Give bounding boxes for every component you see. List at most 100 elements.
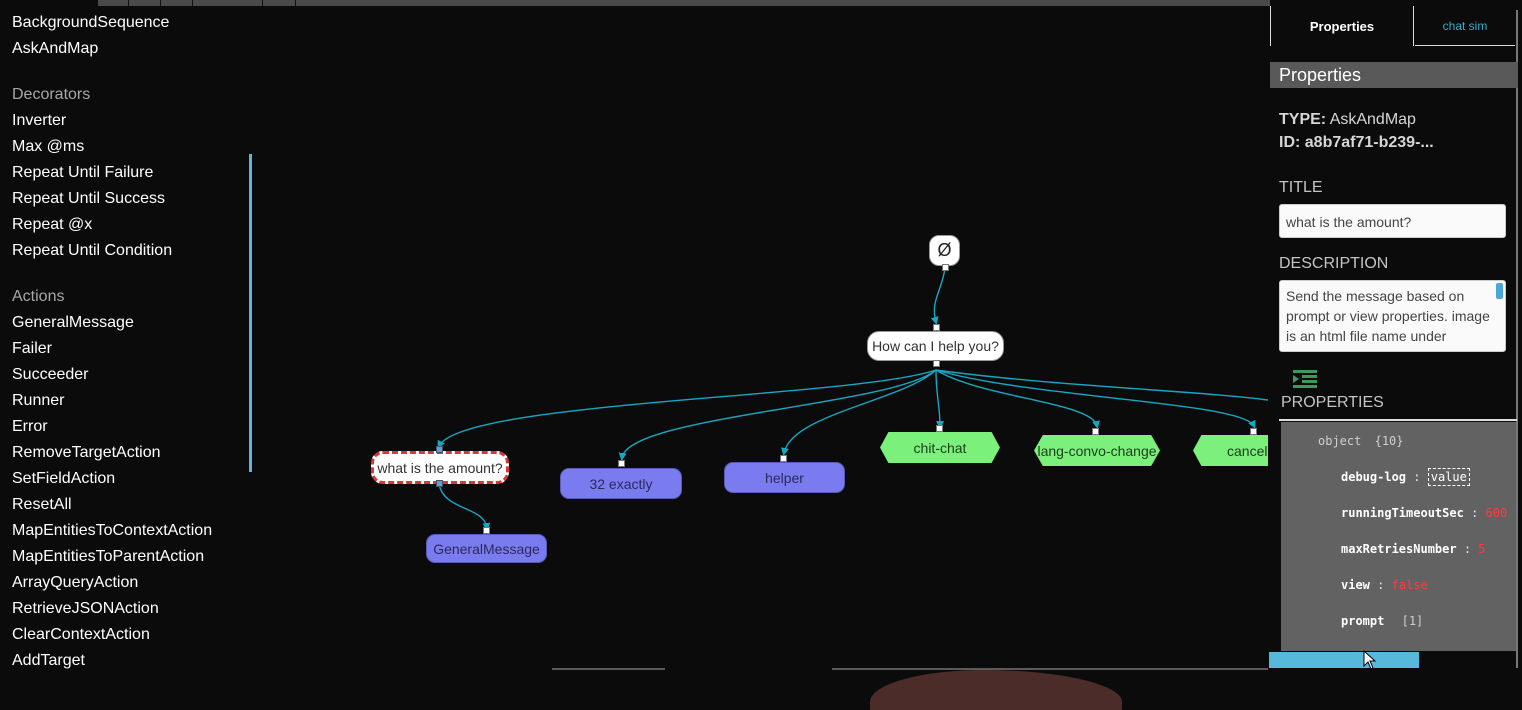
node-label: helper [765, 469, 804, 486]
palette-section-actions: Actions [12, 288, 65, 305]
json-row-running-timeout[interactable]: runningTimeoutSec : 600 [1341, 506, 1507, 520]
json-value[interactable]: [1] [1401, 614, 1424, 628]
edge-help-to-chit-chat [935, 369, 944, 429]
palette-item-repeat-until-condition[interactable]: Repeat Until Condition [12, 242, 173, 259]
node-port[interactable] [436, 446, 443, 453]
palette-item-ask-and-map[interactable]: AskAndMap [12, 40, 99, 57]
palette-item-general-message[interactable]: GeneralMessage [12, 314, 134, 331]
node-port[interactable] [483, 527, 490, 534]
palette-item-map-entities-to-parent-action[interactable]: MapEntitiesToParentAction [12, 548, 205, 565]
id-value: a8b7af71-b239-... [1304, 134, 1434, 151]
node-general-message[interactable]: GeneralMessage [426, 534, 547, 563]
root-symbol: Ø [937, 240, 952, 260]
json-key: debug-log [1341, 470, 1407, 484]
node-port[interactable] [780, 455, 787, 462]
json-value-editor[interactable]: value [1427, 468, 1470, 486]
node-how-can-i-help[interactable]: How can I help you? [867, 331, 1004, 361]
node-label: chit-chat [913, 439, 967, 456]
description-textarea[interactable]: Send the message based on prompt or view… [1279, 280, 1506, 352]
palette-item-array-query-action[interactable]: ArrayQueryAction [12, 574, 139, 591]
node-port[interactable] [933, 324, 940, 331]
palette-item-max-ms[interactable]: Max @ms [12, 138, 85, 155]
palette-item-repeat-x[interactable]: Repeat @x [12, 216, 93, 233]
edge-help-to-32 [618, 369, 937, 461]
node-label: cancel [1227, 442, 1268, 459]
node-chit-chat[interactable]: chit-chat [880, 432, 1000, 463]
node-label: GeneralMessage [433, 540, 540, 557]
node-port[interactable] [1250, 428, 1257, 435]
edge-layer [437, 267, 1268, 531]
node-port[interactable] [436, 480, 443, 487]
description-scrollbar[interactable] [1496, 283, 1503, 299]
palette-item-succeeder[interactable]: Succeeder [12, 366, 89, 383]
node-label: lang-convo-change [1037, 442, 1157, 459]
node-port[interactable] [942, 264, 949, 271]
node-label: what is the amount? [377, 459, 503, 476]
node-port[interactable] [618, 460, 625, 467]
panel-action-button[interactable] [1269, 652, 1419, 668]
json-key: prompt [1341, 614, 1385, 628]
palette-item-map-entities-to-context-action[interactable]: MapEntitiesToContextAction [12, 522, 213, 539]
tab-separator [262, 0, 263, 6]
palette-item-remove-target-action[interactable]: RemoveTargetAction [12, 444, 161, 461]
json-colon: : [1413, 470, 1428, 484]
json-root-type: object [1318, 434, 1362, 448]
palette-item-background-sequence[interactable]: BackgroundSequence [12, 14, 170, 31]
node-port[interactable] [1092, 428, 1099, 435]
palette-item-retrieve-json-action[interactable]: RetrieveJSONAction [12, 600, 159, 617]
mouse-pointer-icon [1363, 650, 1377, 670]
json-property-editor[interactable]: object {10} debug-log : value runningTim… [1281, 422, 1516, 651]
json-key: runningTimeoutSec [1341, 506, 1464, 520]
properties-header: Properties [1270, 62, 1518, 88]
node-label: 32 exactly [589, 475, 653, 492]
json-row-max-retries[interactable]: maxRetriesNumber : 5 [1341, 542, 1486, 556]
tab-separator [128, 0, 129, 6]
node-palette-sidebar: BackgroundSequence AskAndMap Decorators … [0, 0, 252, 706]
title-label: TITLE [1279, 179, 1323, 196]
json-value[interactable]: 5 [1478, 542, 1486, 556]
palette-item-add-target[interactable]: AddTarget [12, 652, 85, 669]
sidebar-scrollbar[interactable] [249, 154, 252, 472]
node-32-exactly[interactable]: 32 exactly [560, 468, 682, 499]
node-port[interactable] [936, 425, 943, 432]
palette-item-clear-context-action[interactable]: ClearContextAction [12, 626, 150, 643]
edge-root-to-help [930, 267, 946, 325]
json-value[interactable]: 600 [1485, 506, 1508, 520]
edge-help-offscreen [935, 369, 1268, 401]
palette-item-set-field-action[interactable]: SetFieldAction [12, 470, 116, 487]
palette-item-failer[interactable]: Failer [12, 340, 53, 357]
behavior-tree-canvas[interactable]: Ø How can I help you? what is the amount… [252, 6, 1268, 669]
properties-section-label: PROPERTIES [1281, 394, 1384, 411]
node-lang-convo-change[interactable]: lang-convo-change [1034, 435, 1160, 466]
palette-item-reset-all[interactable]: ResetAll [12, 496, 72, 513]
node-type: TYPE: AskAndMap [1279, 111, 1416, 129]
json-row-prompt[interactable]: prompt [1] [1341, 614, 1423, 628]
panel-scrollbar[interactable] [1516, 10, 1518, 668]
palette-item-repeat-until-failure[interactable]: Repeat Until Failure [12, 164, 154, 181]
root-node[interactable]: Ø [929, 235, 960, 266]
palette-item-repeat-until-success[interactable]: Repeat Until Success [12, 190, 165, 207]
tab-properties[interactable]: Properties [1270, 6, 1414, 46]
tab-separator [160, 0, 161, 6]
json-colon: : [1463, 542, 1479, 556]
json-key: maxRetriesNumber [1341, 542, 1457, 556]
tab-separator [295, 0, 296, 6]
edge-help-to-helper [781, 369, 937, 456]
palette-item-runner[interactable]: Runner [12, 392, 65, 409]
title-input[interactable]: what is the amount? [1279, 204, 1506, 238]
node-cancel[interactable]: cancel [1193, 435, 1268, 466]
json-value[interactable]: false [1391, 578, 1428, 592]
node-helper[interactable]: helper [724, 462, 845, 493]
type-label: TYPE: [1279, 111, 1327, 128]
description-label: DESCRIPTION [1279, 255, 1389, 272]
top-tab-strip [98, 0, 1270, 6]
json-root[interactable]: object {10} [1318, 434, 1404, 448]
palette-item-inverter[interactable]: Inverter [12, 112, 67, 129]
tab-chat-sim[interactable]: chat sim [1415, 6, 1515, 46]
palette-item-error[interactable]: Error [12, 418, 48, 435]
json-row-view[interactable]: view : false [1341, 578, 1428, 592]
node-port[interactable] [933, 360, 940, 367]
list-indent-icon[interactable] [1293, 370, 1317, 388]
json-row-debug-log[interactable]: debug-log : value [1341, 468, 1470, 486]
tab-separator [192, 0, 193, 6]
